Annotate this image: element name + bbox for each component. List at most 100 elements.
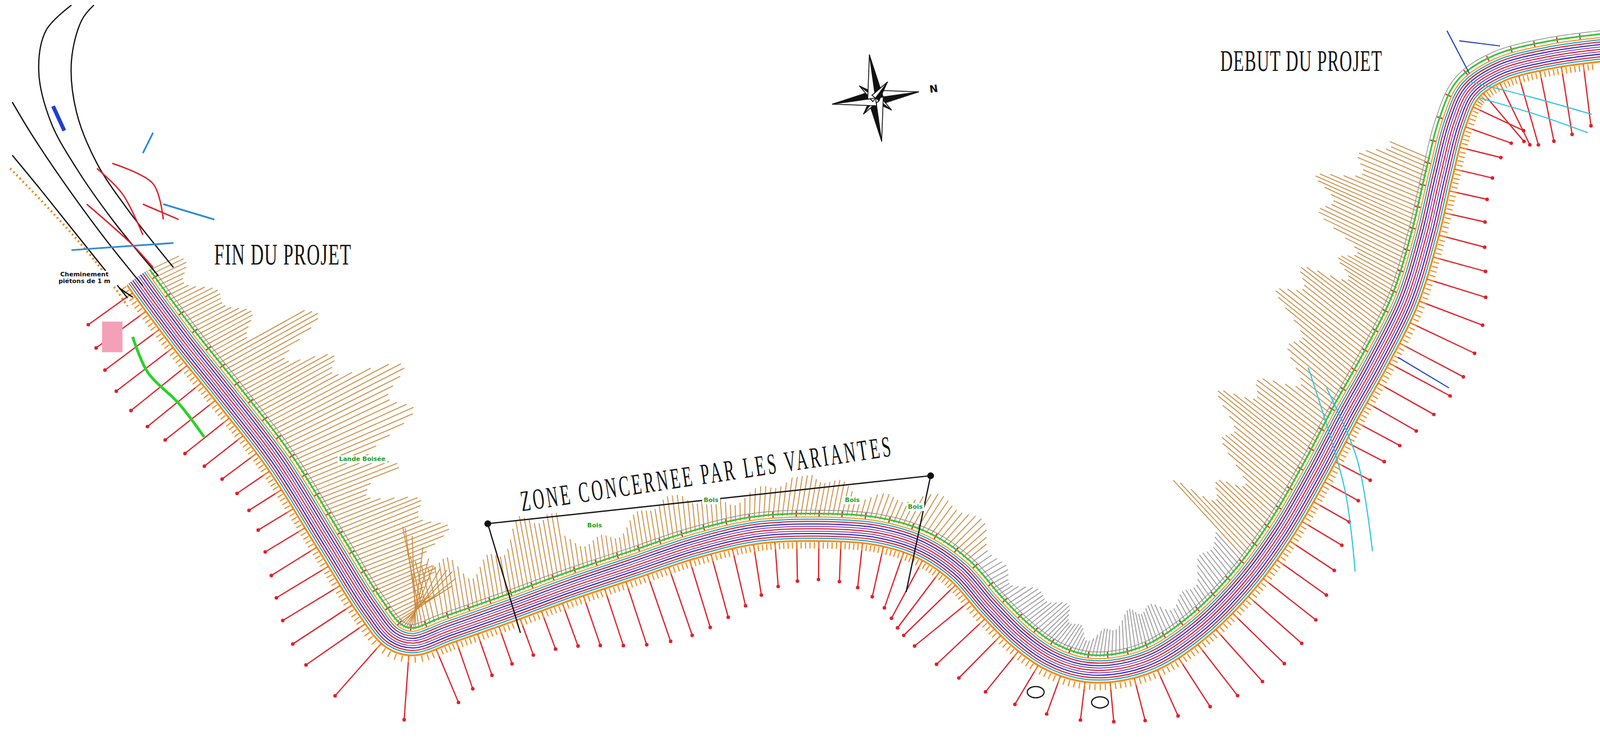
slope-hatch: [1302, 278, 1375, 336]
slope-hatch: [1111, 630, 1113, 656]
embankment-tick: [367, 635, 373, 640]
embankment-tick: [394, 653, 397, 660]
embankment-tick: [992, 632, 997, 638]
slope-hatch: [1229, 416, 1301, 474]
slope-hatch: [1391, 146, 1430, 164]
profile-end-mark: [402, 717, 406, 722]
junction-line: [86, 204, 154, 268]
slope-hatch: [1275, 290, 1363, 359]
profile-end-mark: [1356, 498, 1360, 502]
embankment-tick: [963, 601, 969, 606]
slope-hatch: [240, 359, 300, 392]
embankment-tick: [592, 594, 595, 600]
embankment-tick: [1454, 173, 1462, 176]
slope-hatch: [1027, 602, 1057, 626]
embankment-tick: [1194, 648, 1199, 654]
embankment-tick: [495, 628, 498, 635]
embankment-tick: [1433, 261, 1440, 264]
embankment-tick: [175, 358, 181, 363]
slope-hatch: [619, 537, 623, 556]
slope-hatch: [754, 487, 756, 519]
embankment-tick: [490, 630, 493, 636]
embankment-tick: [214, 408, 220, 413]
slope-hatch: [393, 591, 443, 619]
embankment-tick: [836, 542, 838, 549]
slope-hatch: [596, 536, 601, 563]
profile-end-mark: [726, 614, 730, 619]
embankment-tick: [757, 545, 759, 552]
road-edge-line: [136, 48, 1600, 671]
embankment-tick: [1223, 623, 1229, 629]
embankment-tick: [407, 655, 410, 663]
embankment-tick: [1413, 318, 1419, 322]
embankment-tick: [1157, 670, 1161, 677]
embankment-tick: [1053, 675, 1056, 681]
embankment-tick: [1450, 191, 1457, 193]
embankment-tick: [583, 596, 587, 603]
embankment-tick: [1484, 93, 1489, 99]
profile-end-mark: [576, 644, 580, 648]
profile-end-mark: [1527, 142, 1532, 147]
embankment-tick: [293, 520, 299, 524]
slope-hatch: [1006, 587, 1033, 605]
slope-hatch: [326, 497, 371, 515]
slope-hatch: [1202, 496, 1253, 549]
embankment-tick: [303, 536, 309, 540]
embankment-tick: [571, 601, 574, 608]
embankment-tick: [1437, 244, 1445, 246]
slope-hatch: [324, 494, 367, 511]
slope-hatch: [507, 548, 516, 593]
embankment-tick: [1340, 454, 1347, 458]
embankment-tick: [245, 446, 251, 451]
profile-end-mark: [263, 549, 267, 554]
embankment-tick: [340, 597, 346, 601]
slope-hatch: [334, 496, 409, 527]
embankment-tick: [1310, 510, 1316, 514]
compass-rose: [832, 54, 919, 142]
embankment-tick: [1332, 470, 1338, 474]
embankment-tick: [1220, 626, 1225, 632]
profile-end-mark: [1552, 139, 1556, 143]
slope-hatch: [359, 535, 444, 569]
embankment-tick: [935, 572, 940, 578]
embankment-tick: [1323, 486, 1330, 489]
profile-end-mark: [795, 578, 799, 583]
embankment-tick: [1266, 575, 1273, 580]
slope-hatch: [658, 504, 665, 542]
bracket-dot: [927, 472, 934, 479]
network-line: [71, 243, 174, 251]
profile-end-mark: [256, 528, 260, 532]
slope-hatch: [386, 592, 422, 609]
embankment-tick: [1459, 151, 1467, 154]
slope-hatch: [320, 483, 371, 503]
embankment-tick: [1363, 410, 1370, 414]
slope-hatch: [763, 486, 766, 518]
project-start-label: DEBUT DU PROJET: [1219, 44, 1384, 78]
embankment-tick: [1466, 127, 1473, 130]
network-line: [1398, 357, 1450, 388]
land-use-label: Bois: [906, 502, 925, 511]
green-path: [132, 336, 205, 438]
profile-end-mark: [934, 662, 938, 666]
slope-hatch: [223, 318, 318, 371]
slope-hatch: [1296, 289, 1369, 347]
embankment-tick: [1166, 666, 1170, 672]
embankment-tick: [1308, 514, 1314, 518]
embankment-tick: [813, 542, 815, 549]
embankment-tick: [145, 318, 151, 323]
embankment-tick: [137, 308, 143, 312]
slope-hatch: [369, 561, 422, 584]
embankment-tick: [147, 322, 154, 327]
embankment-tick: [1068, 680, 1071, 687]
embankment-tick: [203, 394, 209, 399]
embankment-tick: [762, 544, 763, 551]
embankment-tick: [261, 468, 267, 472]
embankment-tick: [554, 607, 557, 613]
embankment-tick: [1288, 545, 1294, 549]
embankment-tick: [928, 567, 933, 573]
slope-hatch: [1221, 437, 1289, 493]
slope-hatch: [364, 551, 428, 577]
profile-end-mark: [690, 633, 694, 637]
profile-end-mark: [837, 579, 842, 583]
